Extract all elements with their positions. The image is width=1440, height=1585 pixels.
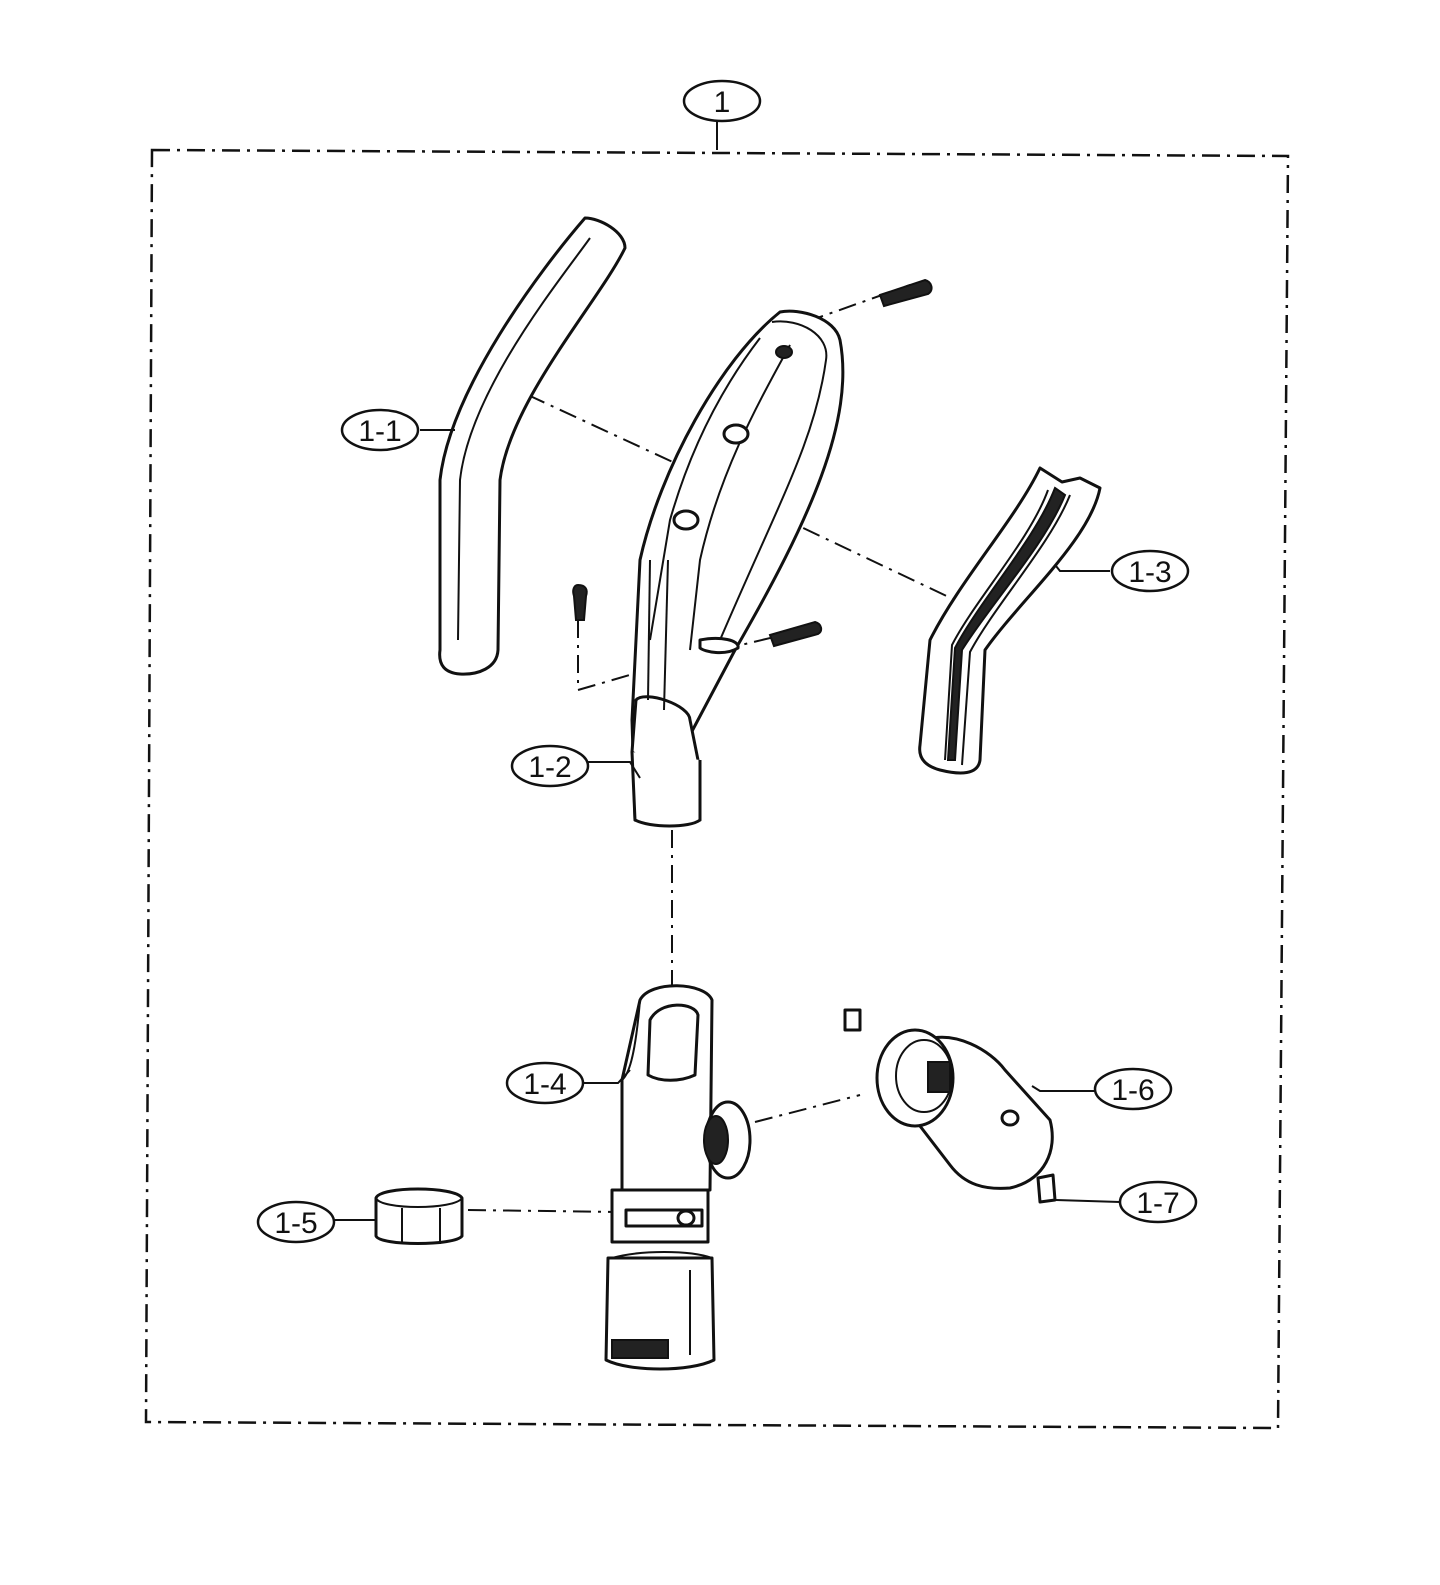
- callout-1-5: 1-5: [256, 1200, 336, 1244]
- connector-pipe-part: [604, 984, 752, 1371]
- callout-leaders: [330, 429, 1121, 1221]
- callout-assembly: 1: [682, 79, 762, 123]
- callout-1-7: 1-7: [1118, 1180, 1198, 1224]
- callout-1-3-label: 1-3: [1128, 556, 1171, 589]
- callout-1-3: 1-3: [1110, 549, 1190, 593]
- callout-1-6-label: 1-6: [1111, 1074, 1154, 1107]
- grip-cover-part: [438, 216, 627, 676]
- callout-1-6: 1-6: [1093, 1067, 1173, 1111]
- callout-1-5-label: 1-5: [274, 1207, 317, 1240]
- handle-body-part: [630, 309, 845, 828]
- callout-assembly-label: 1: [714, 86, 731, 119]
- callout-1-7-label: 1-7: [1136, 1187, 1179, 1220]
- small-pad-part: [1036, 1173, 1057, 1204]
- screw-left: [572, 583, 588, 621]
- handle-cover-part: [918, 466, 1102, 775]
- callout-1-1: 1-1: [340, 408, 420, 452]
- screw-top: [878, 278, 933, 308]
- callout-1-4-label: 1-4: [523, 1068, 566, 1101]
- screw-right: [768, 620, 823, 648]
- callout-1-4: 1-4: [505, 1061, 585, 1105]
- callout-1-2: 1-2: [510, 744, 590, 788]
- swivel-joint-part: [843, 1008, 1054, 1190]
- callout-1-2-label: 1-2: [528, 751, 571, 784]
- callout-1-1-label: 1-1: [358, 415, 401, 448]
- clip-ring-part: [374, 1187, 464, 1245]
- assembly-boundary: [144, 120, 1290, 1430]
